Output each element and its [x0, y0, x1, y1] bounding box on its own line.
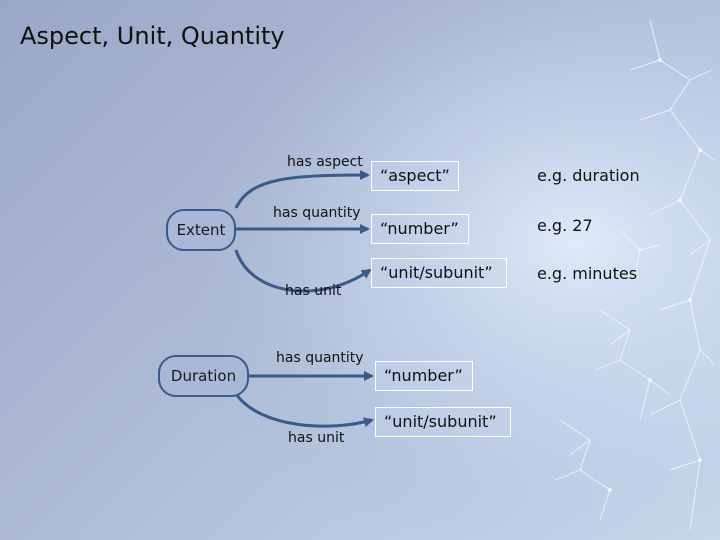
target-unit-subunit: “unit/subunit”: [371, 258, 507, 288]
arrow-duration-has-unit: [234, 393, 374, 428]
example-number: e.g. 27: [537, 216, 593, 235]
edge-label-has-quantity: has quantity: [273, 205, 361, 221]
target-duration-unit-subunit: “unit/subunit”: [375, 407, 511, 437]
target-duration-number: “number”: [375, 361, 473, 391]
arrow-extent-has-unit: [234, 249, 372, 293]
node-duration: Duration: [158, 355, 249, 397]
arrow-extent-has-aspect: [234, 170, 370, 209]
edge-label-duration-has-quantity: has quantity: [276, 350, 364, 366]
node-extent: Extent: [166, 209, 236, 251]
node-extent-label: Extent: [176, 221, 226, 239]
target-aspect: “aspect”: [371, 161, 459, 191]
edge-label-duration-has-unit: has unit: [288, 430, 345, 446]
target-number: “number”: [371, 214, 469, 244]
edge-label-has-unit: has unit: [285, 283, 342, 299]
edge-label-has-aspect: has aspect: [287, 154, 363, 170]
node-duration-label: Duration: [170, 367, 237, 385]
example-unit: e.g. minutes: [537, 264, 638, 283]
example-aspect: e.g. duration: [537, 166, 640, 185]
slide-title: Aspect, Unit, Quantity: [20, 22, 285, 50]
